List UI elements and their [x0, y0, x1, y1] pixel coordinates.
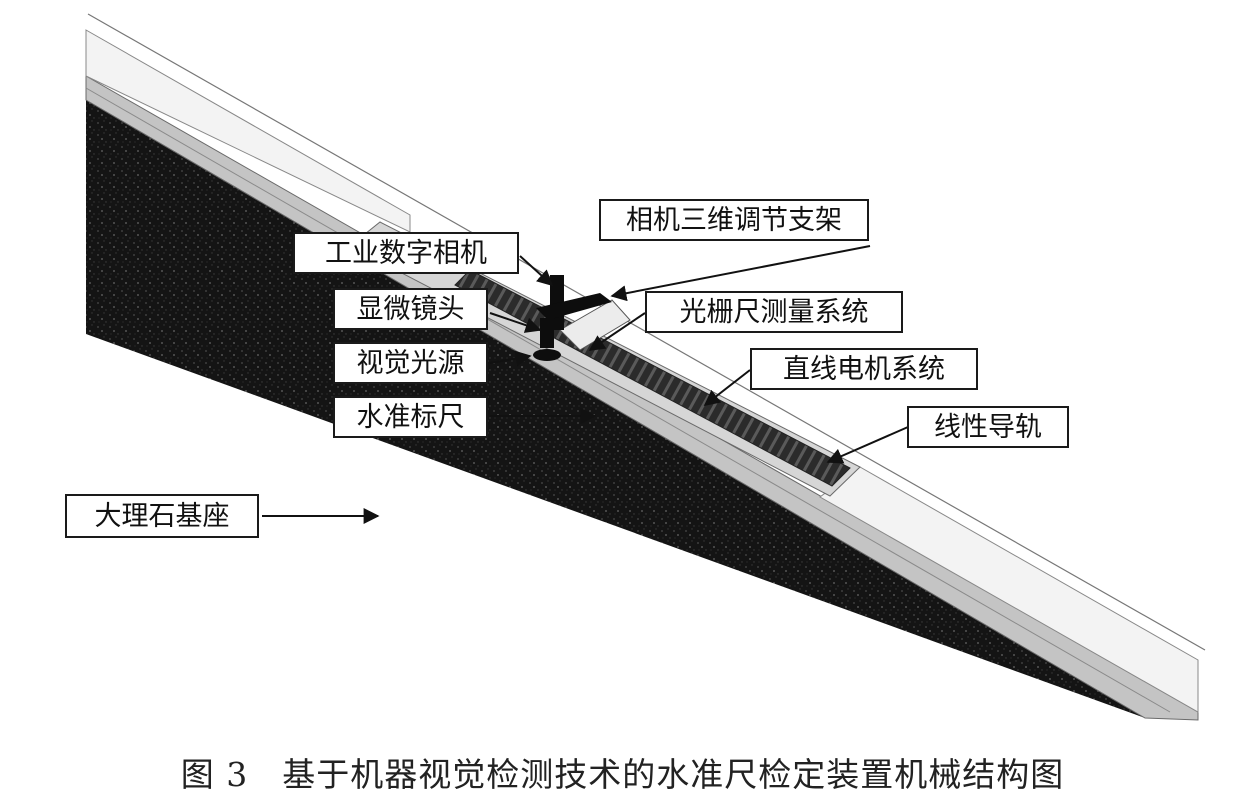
arrow-industrial-camera [519, 255, 554, 287]
label-microscope-lens: 显微镜头 [333, 288, 488, 330]
light-source-ring [533, 349, 561, 361]
label-leveling-staff: 水准标尺 [333, 396, 488, 438]
label-camera-bracket: 相机三维调节支架 [599, 199, 869, 241]
label-grating-ruler-system: 光栅尺测量系统 [645, 291, 903, 333]
camera-bracket-arm [536, 293, 612, 320]
arrow-camera-bracket [610, 245, 871, 302]
microscope-lens-tube [540, 318, 554, 348]
arrow-light-source [489, 350, 532, 367]
figure-caption: 图 3 基于机器视觉检测技术的水准尺检定装置机械结构图 [180, 755, 1065, 794]
grating-carriage [559, 299, 631, 351]
label-marble-base: 大理石基座 [65, 494, 259, 538]
label-linear-motor-system: 直线电机系统 [750, 348, 978, 390]
frame-rail-edge [85, 87, 1171, 713]
label-light-source: 视觉光源 [333, 342, 488, 384]
arrow-linear-motor [703, 369, 751, 406]
arrow-grating-ruler [588, 312, 646, 351]
label-industrial-camera: 工业数字相机 [293, 232, 519, 274]
arrow-linear-guide [826, 426, 909, 464]
arrow-microscope-lens [489, 312, 542, 333]
label-linear-guide: 线性导轨 [907, 406, 1069, 448]
